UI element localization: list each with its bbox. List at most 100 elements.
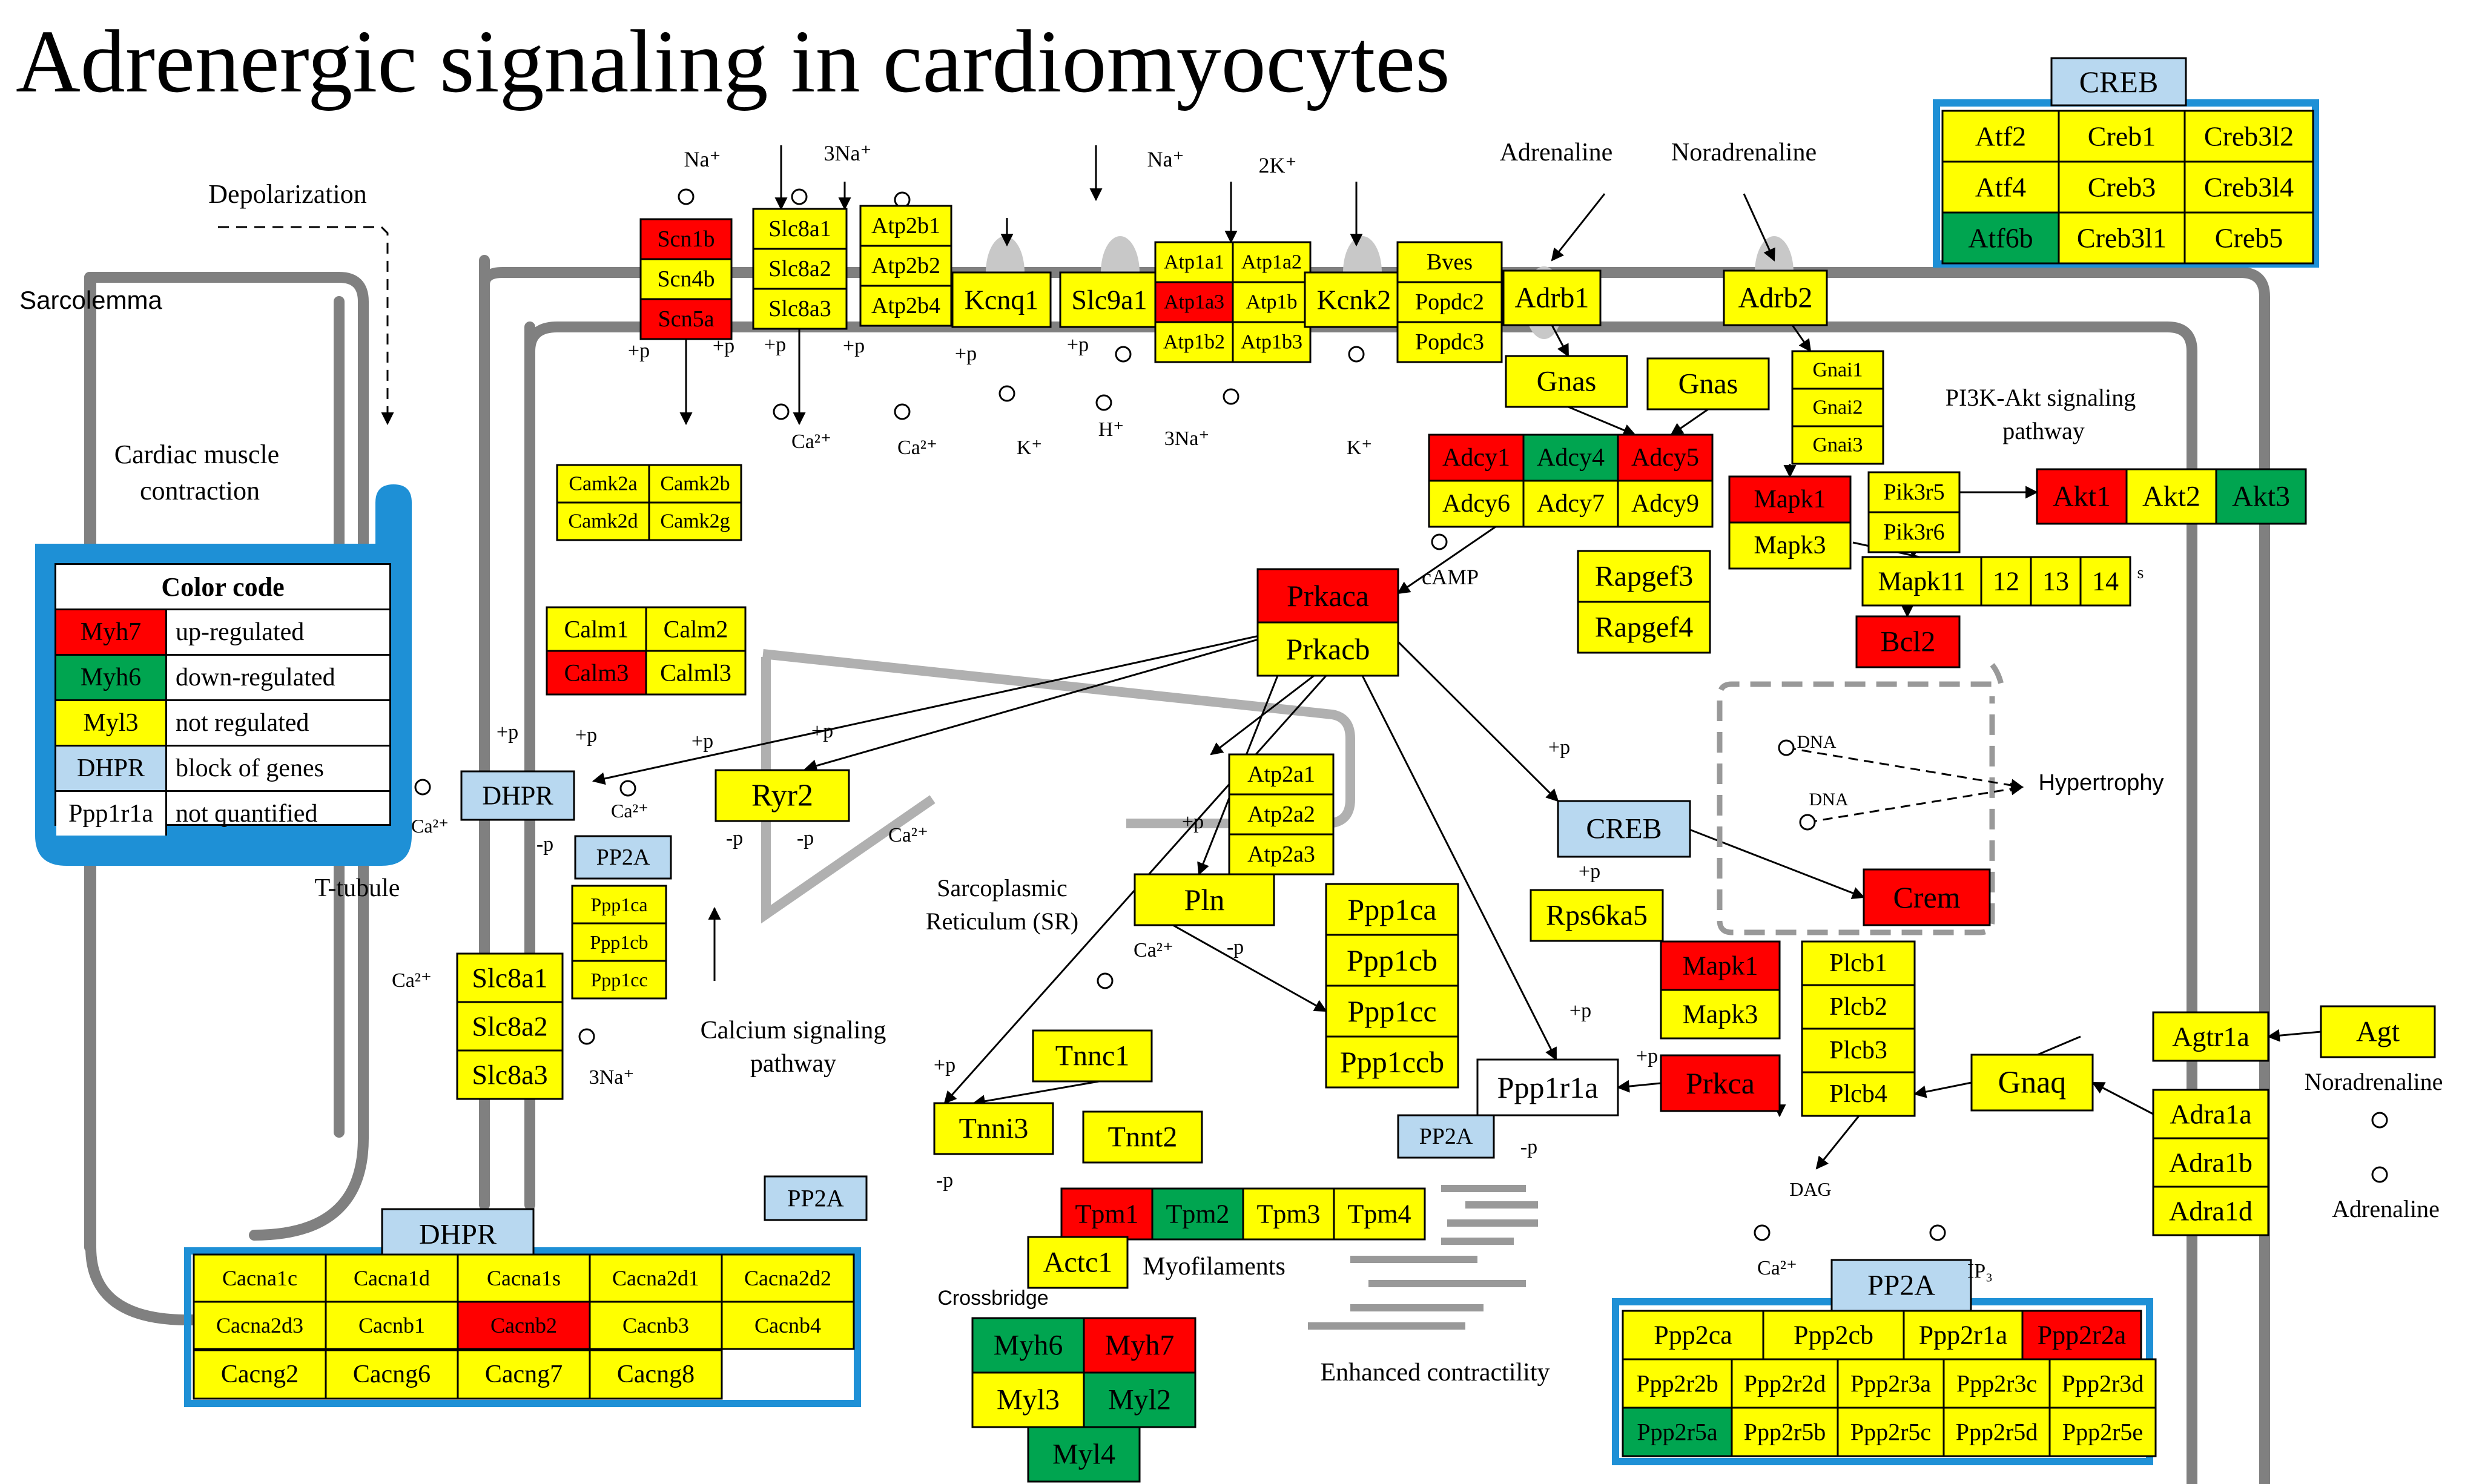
label-three-na-top: 3Na⁺ — [824, 141, 872, 165]
gene-box-atp2b2: Atp2b2 — [859, 245, 952, 287]
gene-box-cacnb3: Cacnb3 — [589, 1301, 723, 1350]
label-na-top2: Na⁺ — [1147, 147, 1184, 171]
gene-box-mapk1a: Mapk1 — [1728, 475, 1852, 524]
gene-label: Calml3 — [660, 659, 731, 687]
gene-box-fill — [1791, 425, 1884, 465]
gene-box-rapgef4: Rapgef4 — [1577, 601, 1711, 654]
phospho-plus: +p — [691, 730, 713, 753]
gene-label: Prkaca — [1287, 579, 1369, 613]
gene-box-rapgef3: Rapgef3 — [1577, 550, 1711, 603]
gene-box-cacnb4: Cacnb4 — [721, 1301, 855, 1350]
gene-box-atp2a2: Atp2a2 — [1228, 793, 1335, 836]
label-t-tubule: T-tubule — [315, 874, 400, 902]
gene-box-bcl2: Bcl2 — [1855, 615, 1961, 668]
gene-label: DHPR — [482, 781, 553, 811]
gene-label: Camk2a — [569, 473, 637, 495]
gene-label: Tpm4 — [1347, 1199, 1411, 1229]
gene-label: Pik3r5 — [1883, 480, 1944, 505]
gene-box-cacna2d2: Cacna2d2 — [721, 1253, 855, 1303]
gene-box-fill — [1617, 480, 1714, 528]
gene-label: Adcy7 — [1537, 490, 1605, 518]
gene-label: Ppp2r1a — [1919, 1321, 2008, 1350]
gene-box-ppp1ca: Ppp1ca — [1325, 883, 1459, 936]
gene-box-fill — [2152, 1089, 2269, 1139]
gene-label: PP2A — [596, 845, 650, 870]
pathway-edge — [1616, 1080, 1662, 1093]
gene-label: Ppp2r3a — [1850, 1370, 1932, 1397]
pathway-edge — [1397, 641, 1559, 802]
gene-label: Cacna2d3 — [216, 1313, 303, 1337]
gene-box-myl4: Myl4 — [1027, 1426, 1141, 1483]
small-node — [1095, 394, 1112, 411]
gene-box-fill — [1577, 601, 1711, 654]
gene-box-ppp2r5e: Ppp2r5e — [2048, 1407, 2157, 1457]
legend-text: block of genes — [176, 754, 324, 782]
membrane-line — [524, 322, 2197, 1484]
gene-box-gnaq: Gnaq — [1970, 1054, 2094, 1112]
label-ca-bottom: Ca²⁺ — [1757, 1257, 1797, 1279]
gene-label: Plcb1 — [1829, 949, 1887, 977]
gene-box-ppp2r3c: Ppp2r3c — [1942, 1358, 2051, 1409]
gene-label: Cacna2d1 — [612, 1266, 699, 1290]
gene-box-mapk3a: Mapk3 — [1728, 521, 1852, 570]
gene-box-fill — [456, 1001, 564, 1052]
gene-box-myh6: Myh6 — [971, 1317, 1085, 1374]
gene-label: Popdc3 — [1415, 329, 1484, 355]
gene-label: Calm1 — [564, 616, 629, 643]
gene-label: Camk2b — [660, 473, 730, 495]
gene-label: Ppp1ccb — [1340, 1045, 1444, 1079]
gene-box-creb3l4: Creb3l4 — [2183, 160, 2314, 214]
gene-box-mapk1b: Mapk1 — [1660, 940, 1781, 991]
gene-label: Creb3 — [2088, 172, 2156, 203]
gene-box-fill — [951, 271, 1052, 328]
pathway-edge — [1361, 675, 1557, 1061]
gene-box-atf6b: Atf6b — [1941, 211, 2060, 265]
gene-box-fill — [2215, 468, 2307, 525]
gene-box-fill — [1397, 1114, 1495, 1159]
gene-label: Ppp1ca — [590, 894, 647, 915]
gene-label: Cacnb3 — [622, 1313, 689, 1337]
gene-box-atp1b3: Atp1b3 — [1232, 321, 1312, 363]
gene-box-cacnb2: Cacnb2 — [457, 1301, 591, 1350]
gene-box-scn5a: Scn5a — [639, 298, 733, 340]
gene-label: Ryr2 — [751, 779, 813, 813]
gene-label: 14 — [2092, 567, 2119, 596]
gene-box-fill — [460, 770, 575, 821]
gene-box-cacng8: Cacng8 — [589, 1349, 723, 1400]
label-h: H⁺ — [1098, 418, 1124, 441]
gene-box-fill — [1228, 833, 1335, 876]
small-node — [894, 403, 911, 420]
gene-label: Atf4 — [1975, 172, 2026, 203]
gene-label: Adcy4 — [1537, 444, 1605, 472]
gene-box-ppp2r5c: Ppp2r5c — [1837, 1407, 1945, 1457]
gene-label: Atp1a2 — [1241, 251, 1302, 274]
gene-box-fill — [2183, 110, 2314, 163]
gene-box-tpm4: Tpm4 — [1333, 1187, 1426, 1241]
label-dna1: DNA — [1797, 732, 1837, 752]
label-sr1: Sarcoplasmic — [937, 874, 1068, 902]
gene-box-fill — [2079, 556, 2131, 607]
gene-box-tnnt2: Tnnt2 — [1082, 1110, 1203, 1164]
phospho-plus: +p — [1569, 1000, 1591, 1022]
gene-box-fill — [2058, 211, 2186, 265]
gene-box-akt2: Akt2 — [2125, 468, 2217, 525]
gene-label: Rapgef4 — [1595, 612, 1694, 644]
gene-box-adcy1: Adcy1 — [1428, 434, 1525, 482]
phospho-plus: +p — [1579, 860, 1600, 883]
label-ip3: IP₃ — [1967, 1260, 1993, 1282]
gene-label: Tpm2 — [1166, 1199, 1229, 1229]
label-camp: cAMP — [1422, 565, 1479, 589]
gene-box-fill — [1476, 1058, 1619, 1116]
gene-label: PP2A — [787, 1185, 843, 1212]
gene-box-cacng6: Cacng6 — [325, 1349, 459, 1400]
gene-box-creb5: Creb5 — [2183, 211, 2314, 265]
gene-box-fill — [859, 285, 952, 327]
gene-label: Akt2 — [2142, 481, 2200, 513]
label-three-na-ncx: 3Na⁺ — [589, 1066, 635, 1089]
gene-box-pik3r5: Pik3r5 — [1867, 471, 1961, 513]
gene-box-prkaca: Prkaca — [1256, 568, 1399, 624]
gene-box-m13: 13 — [2030, 556, 2082, 607]
gene-label: Adra1a — [2170, 1099, 2251, 1130]
gene-box-fill — [571, 960, 667, 1000]
gene-label: Actc1 — [1043, 1247, 1113, 1279]
